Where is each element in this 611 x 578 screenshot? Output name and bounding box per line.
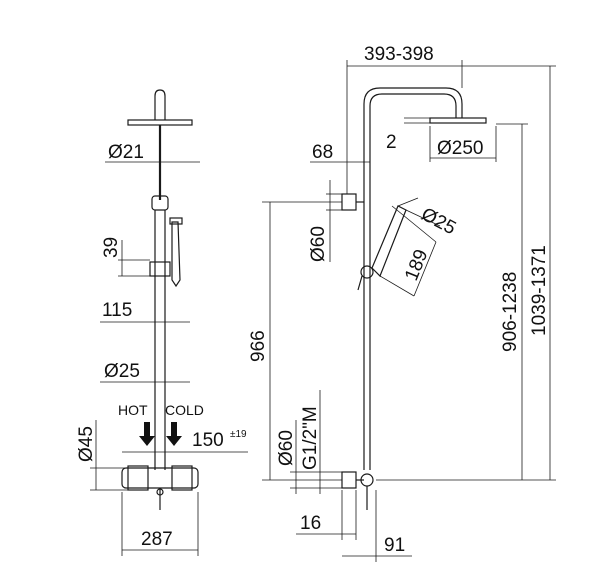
dim-mixer-width: 287 xyxy=(141,529,173,550)
front-mixer-body xyxy=(121,467,199,489)
side-holder-knob xyxy=(357,275,363,291)
dim-arm-reach: 393-398 xyxy=(364,44,434,65)
dim-height-range-b: 1039-1371 xyxy=(529,245,550,336)
dim-wall-gap: 16 xyxy=(300,513,321,534)
dim-line-189-b xyxy=(379,275,415,297)
dim-holder-depth: 115 xyxy=(102,300,132,321)
side-shower-head xyxy=(429,117,487,124)
side-arm-outer xyxy=(363,87,463,196)
dim-center-distance: 150 xyxy=(192,430,224,451)
front-handshower xyxy=(171,221,181,288)
dim-arm-offset: 68 xyxy=(312,142,333,163)
front-diverter xyxy=(151,195,169,211)
dim-handshower-height: 39 xyxy=(101,237,122,258)
front-shower-head xyxy=(127,119,193,126)
front-mixer-cap-right xyxy=(171,465,193,491)
dim-handshower-diameter: Ø25 xyxy=(418,204,460,239)
dim-mixer-bracket-diameter: Ø60 xyxy=(276,430,297,466)
dim-handshower-length: 189 xyxy=(401,247,432,284)
side-bracket-top xyxy=(341,193,357,211)
cold-label: COLD xyxy=(165,402,204,418)
side-handshower xyxy=(371,205,407,278)
dim-height-range-a: 906-1238 xyxy=(500,272,521,352)
dim-head-diameter-side: Ø250 xyxy=(437,138,483,159)
cold-arrow-icon xyxy=(166,422,182,446)
dim-center-tolerance: ±19 xyxy=(230,429,247,440)
dim-line-d25h-b xyxy=(405,209,441,227)
side-holder xyxy=(360,265,374,279)
front-handshower-top xyxy=(169,217,183,225)
dim-head-diameter-front: Ø21 xyxy=(108,142,144,163)
front-arm-top xyxy=(154,89,166,120)
dim-wall-bracket-diameter: Ø60 xyxy=(308,226,329,262)
dim-line-d25h-a xyxy=(397,197,419,207)
dim-line-189-a xyxy=(391,205,437,243)
hot-arrow-icon xyxy=(139,422,155,446)
front-holder xyxy=(149,261,171,277)
dim-connection-thread: G1/2"M xyxy=(300,406,321,470)
dim-mixer-depth: 91 xyxy=(384,535,405,556)
side-arm-inner xyxy=(369,93,457,196)
front-mixer-cap-left xyxy=(127,465,149,491)
side-mixer-bracket xyxy=(341,471,357,489)
dim-riser-diameter: Ø25 xyxy=(104,361,140,382)
front-view: Ø21 39 115 Ø25 HOT COLD 150 ±19 Ø45 287 xyxy=(76,89,248,556)
dim-bracket-height: 966 xyxy=(248,330,269,362)
dim-line-189 xyxy=(413,241,437,297)
side-view: 393-398 2 Ø250 68 Ø60 Ø25 189 966 xyxy=(248,44,556,562)
hot-label: HOT xyxy=(118,402,148,418)
dim-head-offset: 2 xyxy=(386,132,397,153)
dim-mixer-diameter: Ø45 xyxy=(76,426,97,462)
front-outlet-nut xyxy=(156,488,164,496)
